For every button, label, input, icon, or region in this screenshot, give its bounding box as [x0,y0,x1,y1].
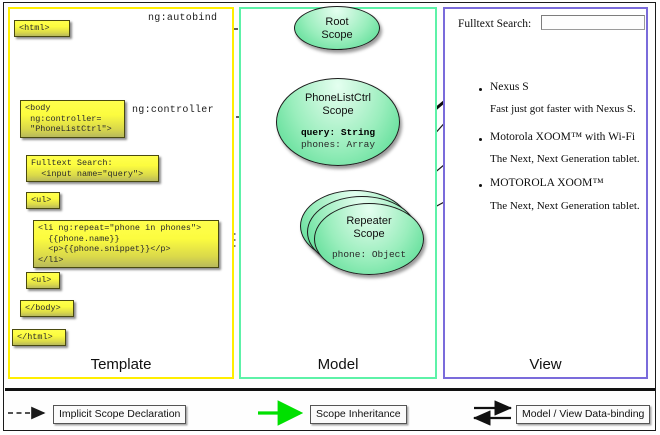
scope-repeater-title-2: Scope [353,227,385,240]
column-label-model: Model [317,356,359,373]
view-bullet-dot-3 [479,184,482,187]
column-template: Template [8,7,234,379]
template-box-html-close[interactable]: </html> [12,329,66,346]
view-search-label: Fulltext Search: [458,18,532,30]
scope-plc-prop-phones: phones: Array [300,138,376,150]
template-box-fulltext-search[interactable]: Fulltext Search: <input name="query"> [26,155,159,182]
template-box-body-close[interactable]: </body> [20,300,74,317]
view-bullet-dot-2 [479,138,482,141]
template-box-li-repeat[interactable]: <li ng:repeat="phone in phones"> {{phone… [33,220,219,268]
view-phone-snippet-2: The Next, Next Generation tablet. [490,153,640,165]
scope-repeater-title-1: Repeater [346,215,392,227]
view-bullet-dot-1 [479,88,482,91]
column-view: View [443,7,648,379]
view-phone-name-3: MOTOROLA XOOM™ [490,177,604,189]
scope-root-title-2: Scope [321,28,353,41]
view-phone-name-1: Nexus S [490,81,529,93]
scope-root-title-1: Root [325,16,349,28]
template-box-ul-open[interactable]: <ul> [26,192,60,209]
legend-item-scope-inheritance: Scope Inheritance [310,405,407,424]
template-box-ul-close[interactable]: <ul> [26,272,60,289]
legend-item-implicit-scope-declaration: Implicit Scope Declaration [53,405,187,424]
scope-plc-prop-query: query: String [300,127,376,138]
view-phone-snippet-3: The Next, Next Generation tablet. [490,200,640,212]
view-phone-name-2: Motorola XOOM™ with Wi-Fi [490,131,636,143]
edge-label-ng-controller: ng:controller [132,105,214,116]
column-label-template: Template [90,356,152,373]
column-label-view: View [529,356,562,373]
view-search-input[interactable] [541,15,645,30]
scope-repeater-prop-phone: phone: Object [331,249,407,260]
legend-item-model-view-data-binding: Model / View Data-binding [516,405,651,424]
template-box-html-open[interactable]: <html> [14,20,70,37]
edge-label-ng-autobind: ng:autobind [148,13,218,24]
scope-plc-title-2: Scope [322,104,354,117]
scope-root-scope[interactable]: Root Scope [294,6,380,50]
scope-plc-title-1: PhoneListCtrl [304,92,372,104]
scope-repeater-scope[interactable]: Repeater Scope phone: Object [314,203,424,275]
view-phone-snippet-1: Fast just got faster with Nexus S. [490,103,636,115]
scope-phonelistctrl-scope[interactable]: PhoneListCtrl Scope query: String phones… [276,78,400,166]
template-box-body-tag[interactable]: <body ng:controller= "PhoneListCtrl"> [20,100,125,138]
legend-separator [5,388,655,391]
